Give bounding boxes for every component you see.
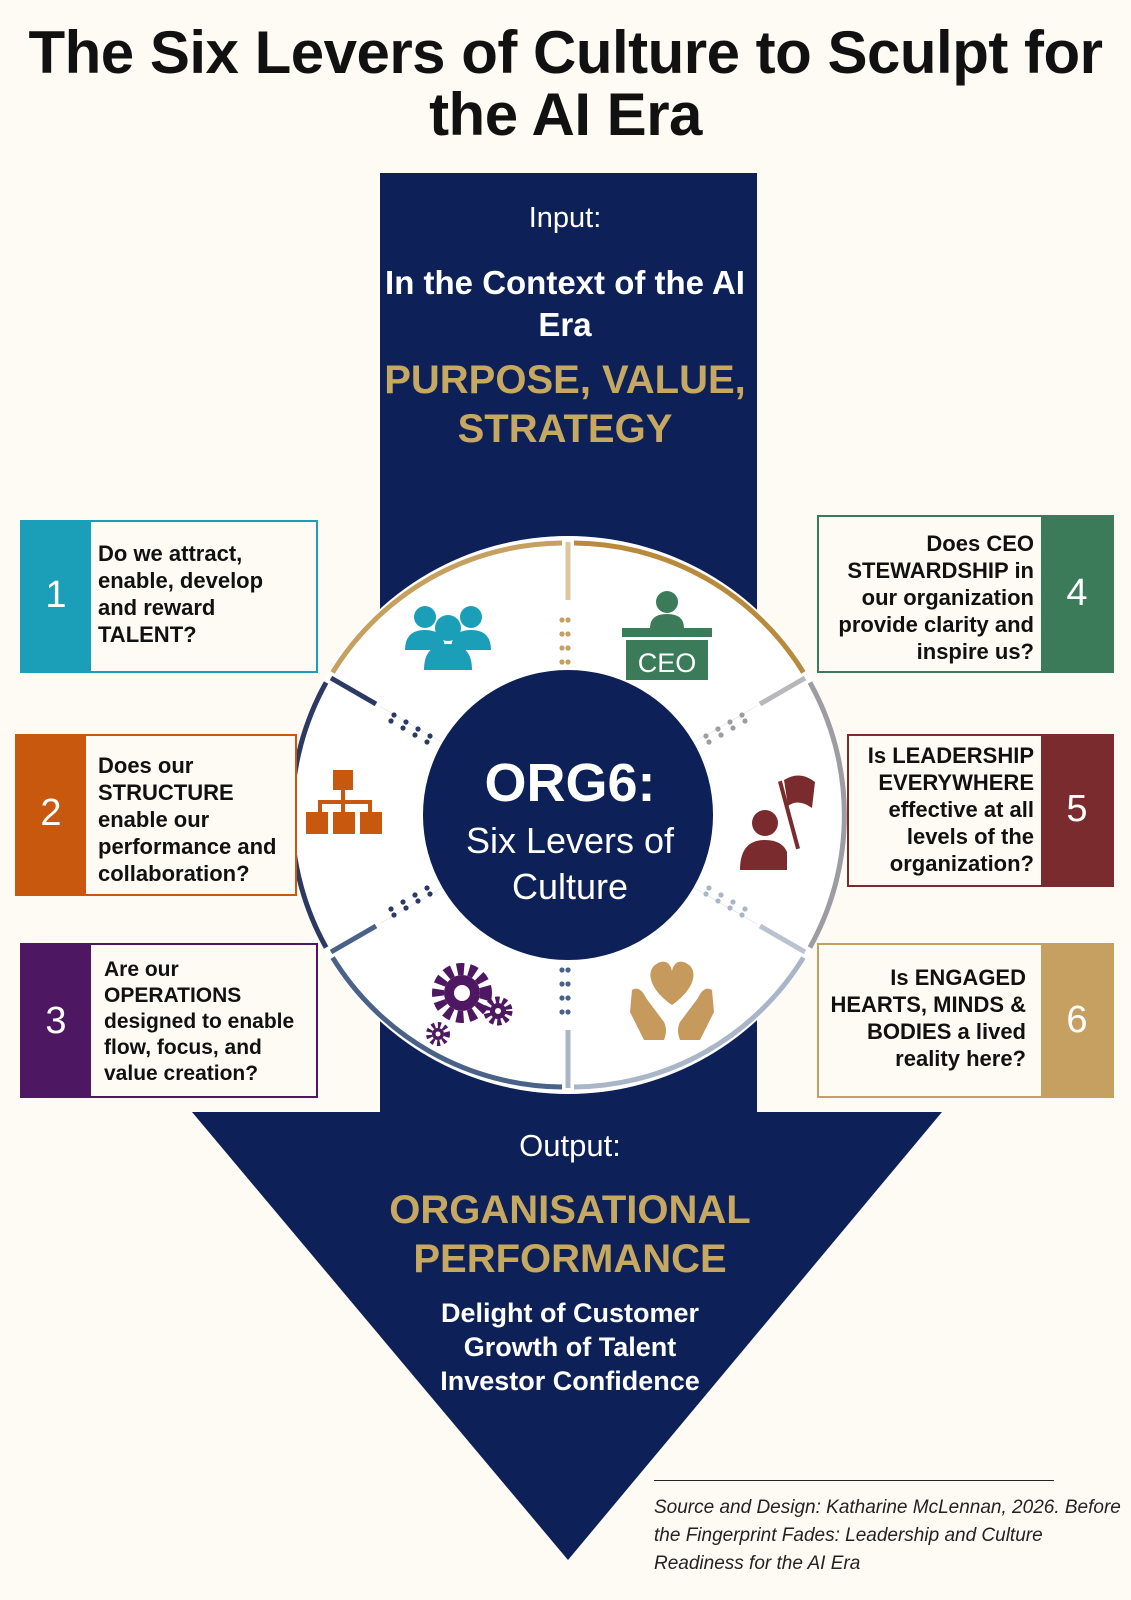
ceo-podium-icon: CEO	[622, 591, 712, 680]
heart-in-hands-icon	[630, 961, 714, 1040]
input-emphasis: PURPOSE, VALUE, STRATEGY	[384, 358, 746, 451]
lever-number: 4	[1066, 572, 1088, 614]
page-title: The Six Levers of Culture to Sculpt for …	[28, 19, 1103, 148]
input-label: Input:	[528, 202, 602, 234]
lever-number: 5	[1066, 788, 1088, 830]
output-item: Growth of Talent	[463, 1332, 677, 1362]
lever-question: Does our STRUCTURE enable our performanc…	[98, 753, 277, 886]
output-label: Output:	[519, 1128, 621, 1163]
lever-question: Is ENGAGED HEARTS, MINDS & BODIES a live…	[830, 965, 1026, 1071]
gears-icon	[426, 963, 513, 1046]
ring-segment-engaged[interactable]	[568, 887, 810, 1095]
lever-question: Is LEADERSHIP EVERYWHERE effective at al…	[867, 743, 1034, 876]
source-citation: Source and Design: Katharine McLennan, 2…	[654, 1497, 1121, 1574]
lever-number: 2	[40, 792, 62, 834]
lever-question: Do we attract, enable, develop and rewar…	[98, 541, 264, 647]
people-group-icon	[405, 606, 491, 670]
output-list: Delight of Customer Growth of Talent Inv…	[380, 1296, 760, 1398]
ceo-icon-label: CEO	[638, 648, 697, 678]
lever-number: 1	[45, 574, 67, 616]
output-item: Delight of Customer	[440, 1298, 699, 1328]
output-title: ORGANISATIONAL PERFORMANCE	[389, 1188, 751, 1281]
core-circle	[425, 672, 711, 958]
lever-box-3[interactable]	[20, 943, 318, 1098]
lever-box-2[interactable]	[15, 734, 297, 896]
source-divider	[654, 1480, 1054, 1481]
org-chart-icon	[306, 770, 382, 834]
lever-number: 3	[45, 1000, 67, 1042]
lever-box-5[interactable]	[847, 734, 1114, 887]
lever-question: Does CEO STEWARDSHIP in our organization…	[838, 531, 1034, 664]
lever-box-1[interactable]	[20, 520, 318, 673]
output-item: Investor Confidence	[440, 1366, 700, 1396]
core-heading: ORG6:	[484, 753, 656, 813]
lever-box-6[interactable]	[817, 943, 1114, 1098]
core-subheading: Six Levers of Culture	[465, 820, 675, 907]
lever-box-4[interactable]	[817, 515, 1114, 673]
lever-number: 6	[1066, 999, 1088, 1041]
lever-question: Are our OPERATIONS designed to enable fl…	[104, 958, 295, 1085]
input-context: In the Context of the AI Era	[385, 264, 745, 343]
lever-ring	[289, 536, 847, 1094]
person-with-flag-icon	[740, 775, 815, 870]
ring-segment-ceo[interactable]	[568, 536, 810, 743]
